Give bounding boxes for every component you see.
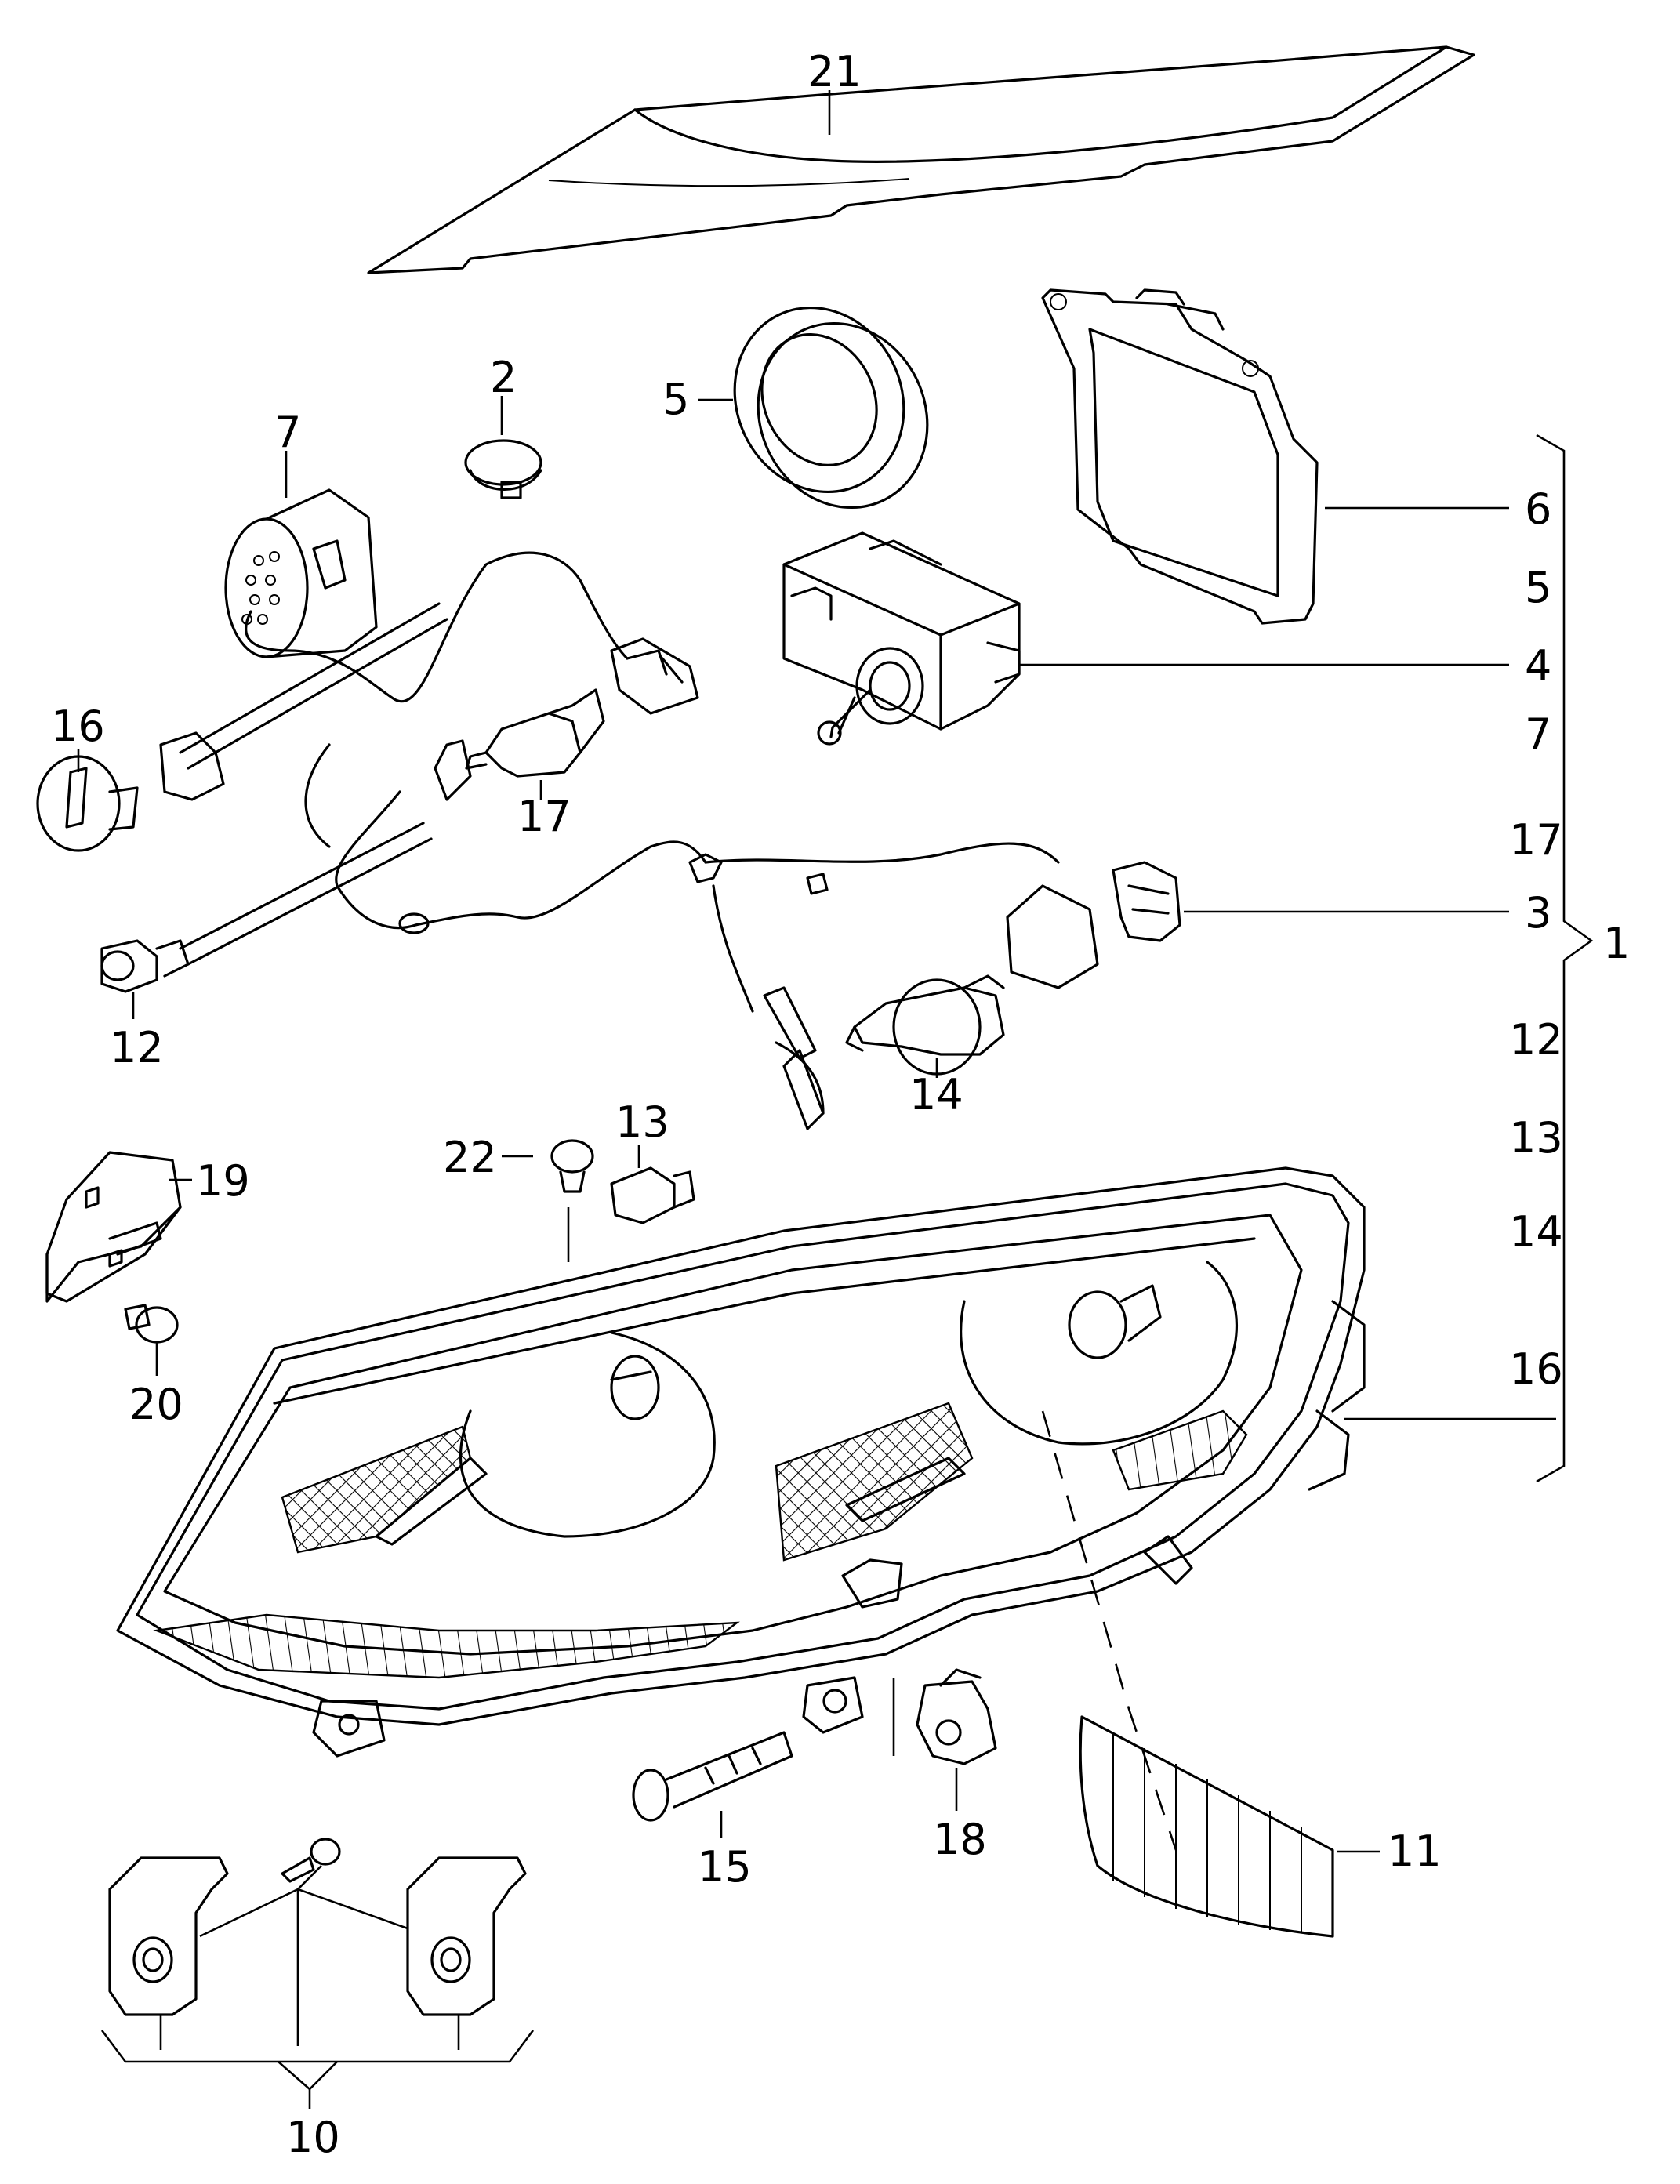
callout-2: 2 [490,353,517,402]
callout-19: 19 [196,1156,250,1206]
trim-strip-part-21 [367,45,1475,274]
callout-22: 22 [443,1133,497,1182]
list-item-13: 13 [1509,1113,1563,1163]
actuator-part-4 [782,531,1021,746]
screw-part-22 [550,1139,594,1193]
list-item-12: 12 [1509,1015,1563,1065]
list-item-7: 7 [1525,709,1551,759]
callout-14: 14 [909,1070,963,1119]
callout-18: 18 [933,1815,987,1864]
callout-15: 15 [698,1842,752,1892]
callout-10: 10 [286,2113,340,2162]
bulb-part-12 [100,939,190,993]
callout-13: 13 [615,1097,669,1147]
seal-ring-part-5 [733,306,929,510]
callout-3: 3 [1525,888,1551,938]
callout-11: 11 [1388,1827,1442,1876]
callout-16: 16 [51,702,105,751]
callout-17: 17 [517,792,571,841]
bolt-part-15 [632,1731,793,1822]
callout-12: 12 [110,1023,164,1072]
bulb-part-17 [465,688,605,778]
screw-part-20 [124,1304,179,1344]
lens-cover-part-11 [1079,1715,1334,1938]
list-item-14: 14 [1509,1207,1563,1257]
assembly-brace [1536,434,1594,1483]
wiring-harness [179,551,1060,1130]
bulb-part-13 [610,1166,695,1224]
callout-1: 1 [1603,919,1630,968]
bracket-set-part-10 [108,1838,527,2016]
assembly-contents-list: 5 7 17 12 13 14 16 [1509,563,1563,1394]
callout-20: 20 [129,1380,183,1429]
frame-part-6 [1041,288,1319,625]
list-item-17: 17 [1509,815,1563,865]
callout-5: 5 [662,375,689,424]
callout-6: 6 [1525,484,1551,534]
callout-21: 21 [807,47,862,96]
callout-7: 7 [274,408,301,457]
headlight-housing-part-1 [116,1166,1366,1758]
adjuster-part-18 [916,1668,997,1765]
list-item-5: 5 [1525,563,1551,612]
leader-lines [77,90,1556,2109]
connector-part-7 [224,488,378,658]
list-item-16: 16 [1509,1344,1563,1394]
plug-part-2 [464,439,542,499]
callout-labels: 21 2 5 7 16 17 12 14 13 22 19 20 15 18 1… [51,47,1630,2162]
bulb-part-14 [845,861,1181,1076]
bracket-part-19 [45,1151,182,1303]
callout-4: 4 [1525,641,1551,691]
